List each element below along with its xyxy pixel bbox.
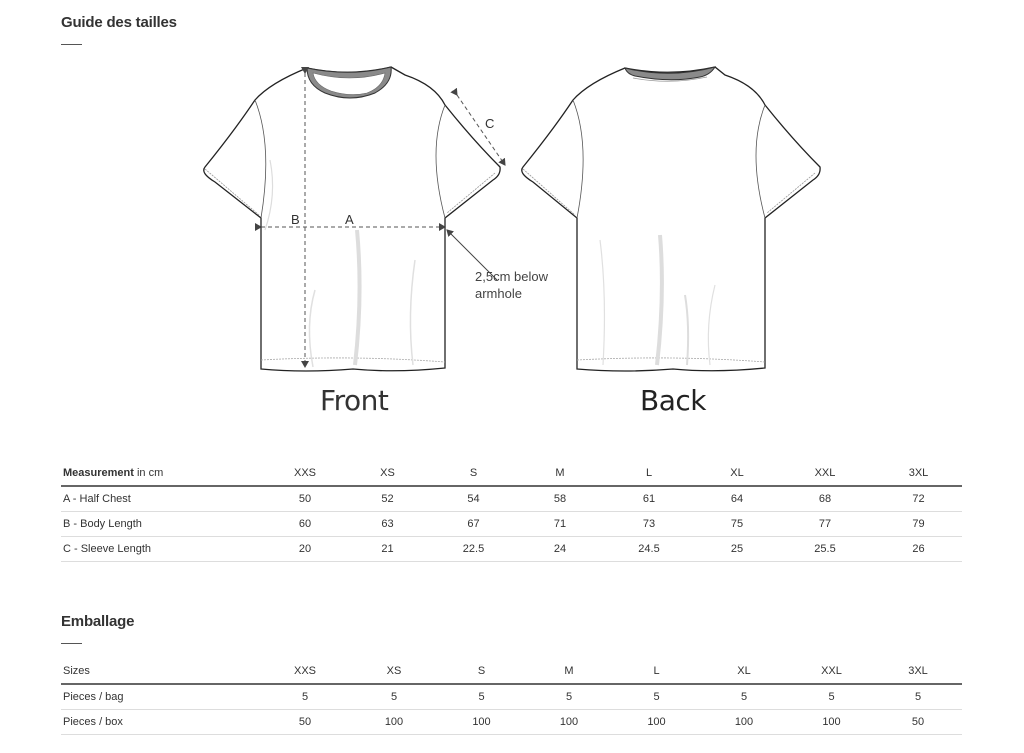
- row-label: Pieces / bag: [61, 684, 261, 710]
- table-row: C - Sleeve Length 20 21 22.5 24 24.5 25 …: [61, 536, 962, 562]
- cell: 5: [699, 684, 789, 710]
- cell: 20: [261, 536, 349, 562]
- packaging-table: Sizes XXS XS S M L XL XXL 3XL Pieces / b…: [61, 659, 962, 735]
- cell: 67: [426, 511, 521, 537]
- size-header: M: [524, 659, 614, 685]
- cell: 5: [524, 684, 614, 710]
- cell: 79: [875, 511, 962, 537]
- cell: 24.5: [599, 536, 699, 562]
- cell: 63: [349, 511, 426, 537]
- cell: 68: [775, 486, 875, 512]
- table-header-row: Measurement in cm XXS XS S M L XL XXL 3X…: [61, 461, 962, 487]
- cell: 72: [875, 486, 962, 512]
- size-header: L: [614, 659, 699, 685]
- size-header: M: [521, 461, 599, 487]
- size-header: S: [439, 659, 524, 685]
- cell: 50: [874, 709, 962, 735]
- cell: 61: [599, 486, 699, 512]
- size-header: 3XL: [875, 461, 962, 487]
- cell: 25: [699, 536, 775, 562]
- cell: 21: [349, 536, 426, 562]
- cell: 5: [261, 684, 349, 710]
- cell: 58: [521, 486, 599, 512]
- size-header: XL: [699, 461, 775, 487]
- armhole-annotation: 2,5cm below armhole: [475, 269, 548, 301]
- cell: 5: [439, 684, 524, 710]
- cell: 60: [261, 511, 349, 537]
- size-header: XS: [349, 461, 426, 487]
- row-label: A - Half Chest: [61, 486, 261, 512]
- size-header: S: [426, 461, 521, 487]
- cell: 100: [524, 709, 614, 735]
- cell: 25.5: [775, 536, 875, 562]
- cell: 100: [439, 709, 524, 735]
- cell: 50: [261, 709, 349, 735]
- back-label: Back: [640, 384, 706, 417]
- label-c: C: [485, 116, 495, 131]
- cell: 5: [614, 684, 699, 710]
- size-header: XXS: [261, 659, 349, 685]
- front-tshirt-icon: [203, 66, 501, 372]
- cell: 73: [599, 511, 699, 537]
- front-label: Front: [320, 384, 389, 417]
- cell: 64: [699, 486, 775, 512]
- cell: 71: [521, 511, 599, 537]
- cell: 77: [775, 511, 875, 537]
- size-header: XXL: [789, 659, 874, 685]
- cell: 22.5: [426, 536, 521, 562]
- row-label: B - Body Length: [61, 511, 261, 537]
- table-row: Pieces / box 50 100 100 100 100 100 100 …: [61, 709, 962, 735]
- measurement-header: Measurement in cm: [61, 461, 261, 487]
- title-underline: [61, 44, 82, 45]
- back-collar-icon: [624, 66, 717, 81]
- cell: 100: [699, 709, 789, 735]
- label-b: B: [291, 212, 300, 227]
- tshirt-illustration: B A C 2,5cm below armhole: [195, 55, 835, 425]
- table-row: Pieces / bag 5 5 5 5 5 5 5 5: [61, 684, 962, 710]
- table-row: B - Body Length 60 63 67 71 73 75 77 79: [61, 511, 962, 537]
- cell: 100: [789, 709, 874, 735]
- cell: 26: [875, 536, 962, 562]
- packaging-title: Emballage: [61, 613, 135, 630]
- size-guide-title: Guide des tailles: [61, 14, 177, 31]
- size-header: L: [599, 461, 699, 487]
- size-header: 3XL: [874, 659, 962, 685]
- size-header: XL: [699, 659, 789, 685]
- cell: 54: [426, 486, 521, 512]
- size-header: XXS: [261, 461, 349, 487]
- title-underline: [61, 643, 82, 644]
- table-row: A - Half Chest 50 52 54 58 61 64 68 72: [61, 486, 962, 512]
- sizes-header: Sizes: [61, 659, 261, 685]
- size-guide-table: Measurement in cm XXS XS S M L XL XXL 3X…: [61, 461, 962, 562]
- cell: 100: [614, 709, 699, 735]
- cell: 100: [349, 709, 439, 735]
- cell: 75: [699, 511, 775, 537]
- table-header-row: Sizes XXS XS S M L XL XXL 3XL: [61, 659, 962, 685]
- label-a: A: [345, 212, 354, 227]
- back-tshirt-icon: [521, 66, 821, 372]
- cell: 5: [874, 684, 962, 710]
- row-label: C - Sleeve Length: [61, 536, 261, 562]
- cell: 52: [349, 486, 426, 512]
- size-header: XS: [349, 659, 439, 685]
- row-label: Pieces / box: [61, 709, 261, 735]
- cell: 5: [349, 684, 439, 710]
- size-header: XXL: [775, 461, 875, 487]
- cell: 24: [521, 536, 599, 562]
- cell: 5: [789, 684, 874, 710]
- cell: 50: [261, 486, 349, 512]
